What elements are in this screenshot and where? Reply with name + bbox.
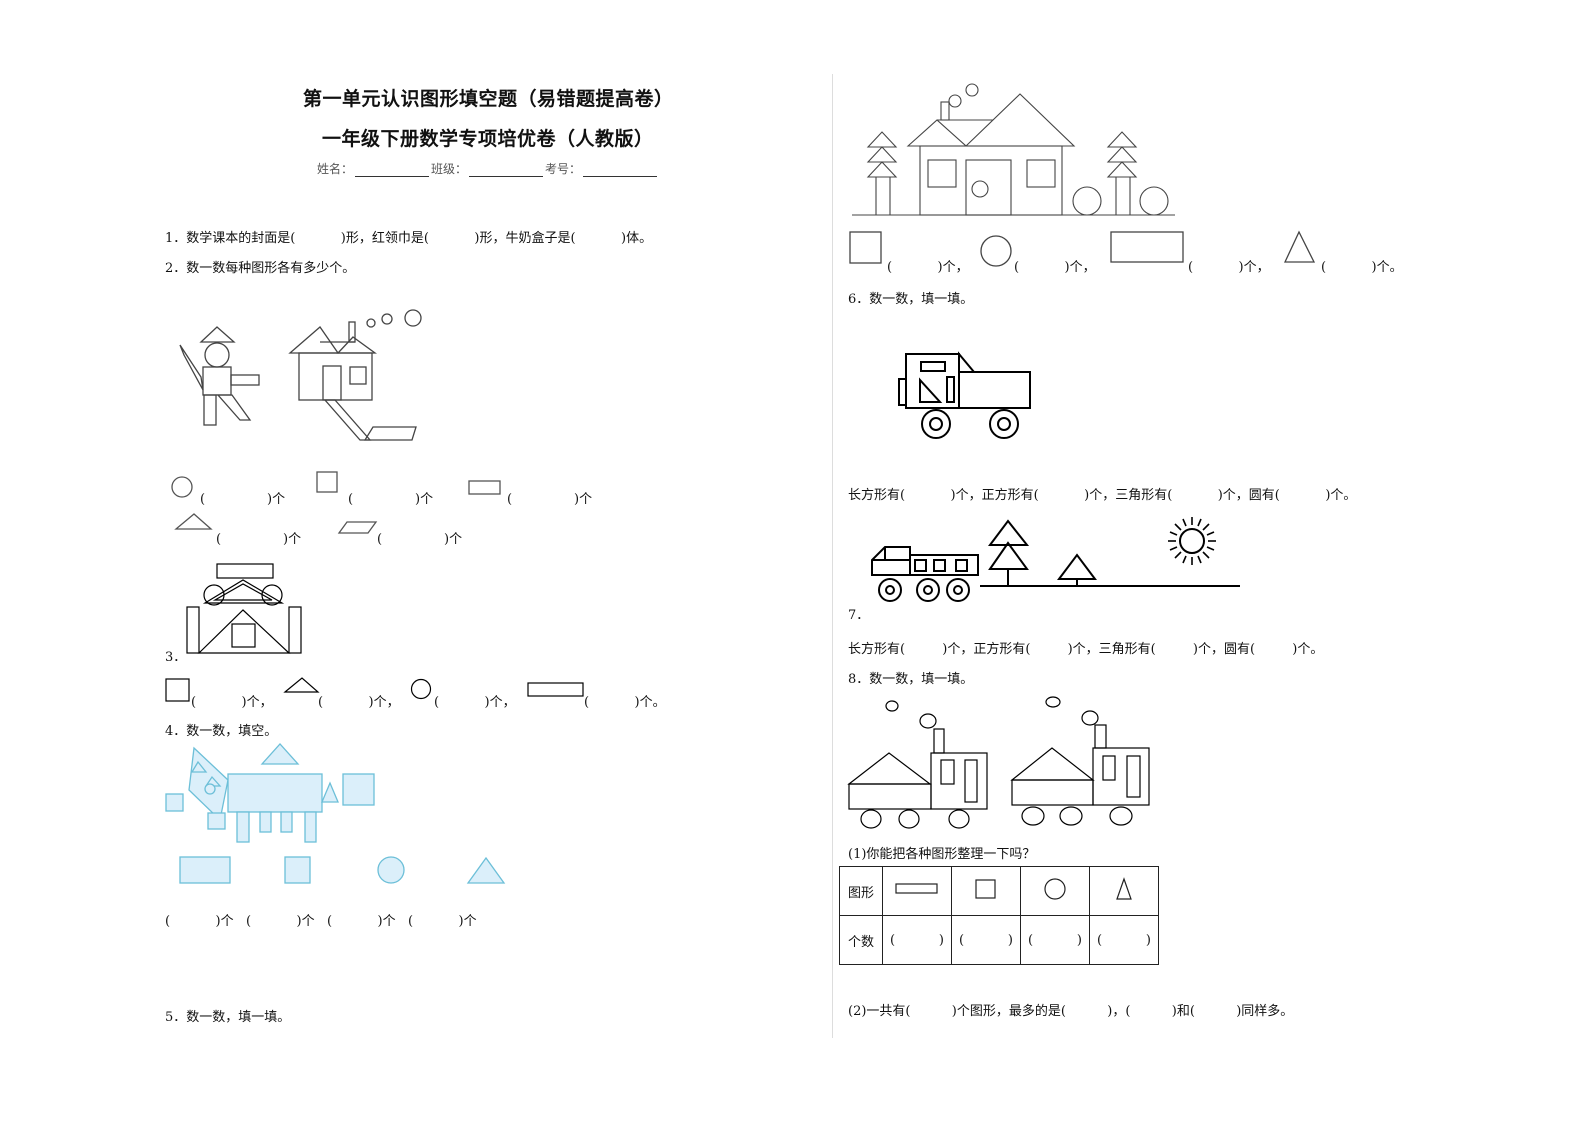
triangle-icon [1283,230,1316,263]
circle-icon [410,678,432,700]
q2-answer-circle[interactable]: ( )个 [200,492,286,507]
table-row-counts: 个数 () () () () [839,915,1159,965]
q8-sub2[interactable]: (2)一共有( )个图形，最多的是( )，( )和( )同样多。 [848,1004,1294,1019]
question-3-label: 3． [165,650,187,665]
rectangle-icon [468,480,501,495]
q8-sub1: (1)你能把各种图形整理一下吗？ [848,847,1036,862]
page-title: 第一单元认识图形填空题（易错题提高卷） [303,88,674,110]
name-field[interactable] [355,164,430,177]
q3-figure [186,563,302,654]
student-info: 姓名： 班级： 考号： [317,160,659,177]
rectangle-icon [882,866,952,916]
class-field[interactable] [469,164,544,177]
page-subtitle: 一年级下册数学专项培优卷（人教版） [322,128,654,150]
question-6: 6．数一数，填一填。 [848,292,974,307]
circle-icon [1020,866,1090,916]
class-label: 班级： [431,162,468,176]
rectangle-icon [1110,231,1184,263]
q4-figure [165,743,506,884]
square-icon [316,471,338,493]
question-1: 1．数学课本的封面是( )形，红领巾是( )形，牛奶盒子是( )体。 [165,231,653,246]
square-icon [951,866,1021,916]
q2-answer-rectangle[interactable]: ( )个 [507,492,593,507]
q3-answer-circle[interactable]: ( )个， [434,695,516,710]
parallelogram-icon [337,521,378,534]
q3-answer-rectangle[interactable]: ( )个。 [584,695,666,710]
q6-answers[interactable]: 长方形有( )个，正方形有( )个，三角形有( )个，圆有( )个。 [848,488,1357,503]
question-4: 4．数一数，填空。 [165,724,278,739]
square-icon [165,678,190,702]
circle-icon [171,476,193,498]
q5-figure [852,83,1175,216]
question-2: 2．数一数每种图形各有多少个。 [165,261,356,276]
q5-answer-triangle[interactable]: ( )个。 [1321,260,1403,275]
q5-answer-square[interactable]: ( )个， [887,260,969,275]
q2-answer-parallelogram[interactable]: ( )个 [377,532,463,547]
q2-answer-triangle[interactable]: ( )个 [216,532,302,547]
triangle-icon [1089,866,1159,916]
count-cell-square[interactable]: () [951,915,1021,965]
column-divider [832,74,833,1038]
count-cell-rectangle[interactable]: () [882,915,952,965]
circle-icon [980,235,1012,267]
q2-figure [179,309,422,441]
q8-shape-table: 图形 个数 () () () () [839,866,1159,965]
question-7-label: 7． [848,608,870,623]
q7-answers[interactable]: 长方形有( )个，正方形有( )个，三角形有( )个，圆有( )个。 [848,642,1324,657]
q2-answer-square[interactable]: ( )个 [348,492,434,507]
q6-truck-figure [898,351,1031,439]
q7-figure [871,517,1240,602]
name-label: 姓名： [317,162,354,176]
question-5: 5．数一数，填一填。 [165,1010,291,1025]
square-icon [849,231,882,264]
q3-answer-square[interactable]: ( )个， [191,695,273,710]
q5-answer-circle[interactable]: ( )个， [1014,260,1096,275]
exam-no-label: 考号： [545,162,582,176]
table-label-count: 个数 [839,915,883,965]
table-row-shapes: 图形 [839,866,1159,916]
exam-no-field[interactable] [583,164,658,177]
triangle-icon [283,677,320,693]
q4-answers[interactable]: ( )个 ( )个 ( )个 ( )个 [165,914,477,929]
question-8: 8．数一数，填一填。 [848,672,974,687]
table-label-shape: 图形 [839,866,883,916]
q5-answer-rectangle[interactable]: ( )个， [1188,260,1270,275]
triangle-icon [174,513,213,530]
q3-answer-triangle[interactable]: ( )个， [318,695,400,710]
count-cell-circle[interactable]: () [1020,915,1090,965]
count-cell-triangle[interactable]: () [1089,915,1159,965]
rectangle-icon [527,682,584,697]
q8-trains-figure [847,696,1150,829]
